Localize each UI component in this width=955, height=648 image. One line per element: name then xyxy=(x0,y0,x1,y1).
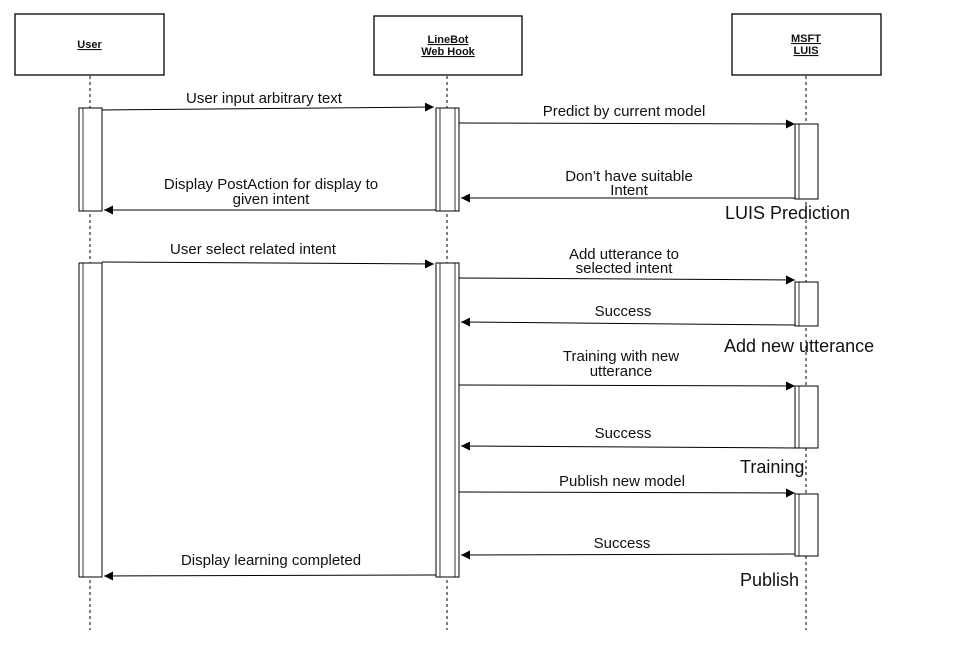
user-activation-2 xyxy=(78,262,103,578)
message-label: User input arbitrary text xyxy=(186,90,343,107)
message-label: Success xyxy=(595,303,652,320)
message-user-select-intent: User select related intent xyxy=(101,241,435,269)
message-add-utterance: Add utterance to selected intent xyxy=(458,246,796,285)
actor-webhook: LineBot Web Hook xyxy=(373,15,523,76)
luis-activation-add-utterance xyxy=(794,281,819,327)
message-label-line1: Display PostAction for display to xyxy=(164,176,378,193)
message-label-line1: Training with new xyxy=(563,348,679,365)
message-label: User select related intent xyxy=(170,241,337,258)
message-success-publish: Success xyxy=(460,535,796,560)
luis-activation-publish xyxy=(794,493,819,557)
message-predict-by-model: Predict by current model xyxy=(458,103,796,129)
message-user-input-text: User input arbitrary text xyxy=(101,90,435,112)
message-label-line2: given intent xyxy=(233,191,311,208)
webhook-activation-2 xyxy=(435,262,460,578)
actor-webhook-label-line1: LineBot xyxy=(428,34,469,46)
message-label: Predict by current model xyxy=(543,103,706,120)
section-label-add-new-utterance: Add new utterance xyxy=(724,336,874,356)
section-label-training: Training xyxy=(740,457,804,477)
luis-activation-prediction xyxy=(794,123,819,200)
actor-luis: MSFT LUIS xyxy=(731,13,882,76)
message-label-line1: Don’t have suitable xyxy=(565,168,693,185)
message-label: Display learning completed xyxy=(181,552,361,569)
section-label-luis-prediction: LUIS Prediction xyxy=(725,203,850,223)
message-no-suitable-intent: Don’t have suitable Intent xyxy=(461,168,795,203)
message-label: Success xyxy=(594,535,651,552)
message-label-line1: Add utterance to xyxy=(569,246,679,263)
message-label-line2: utterance xyxy=(590,363,653,380)
luis-activation-training xyxy=(794,385,819,449)
actor-luis-label-line1: MSFT xyxy=(791,33,821,45)
message-label-line2: selected intent xyxy=(576,260,674,277)
actor-user: User xyxy=(14,13,165,76)
user-activation-1 xyxy=(78,107,103,212)
message-publish-model: Publish new model xyxy=(458,473,796,498)
message-display-postaction: Display PostAction for display to given … xyxy=(104,176,436,215)
message-label: Publish new model xyxy=(559,473,685,490)
actor-webhook-label-line2: Web Hook xyxy=(421,46,475,58)
webhook-activation-1 xyxy=(435,107,460,212)
section-label-publish: Publish xyxy=(740,570,799,590)
message-display-learning-completed: Display learning completed xyxy=(103,552,437,581)
message-success-add: Success xyxy=(460,303,796,327)
message-success-training: Success xyxy=(460,425,796,451)
message-label-line2: Intent xyxy=(610,182,648,199)
message-training: Training with new utterance xyxy=(458,348,796,391)
message-label: Success xyxy=(595,425,652,442)
actor-user-label: User xyxy=(77,39,102,51)
actor-luis-label-line2: LUIS xyxy=(793,45,818,57)
